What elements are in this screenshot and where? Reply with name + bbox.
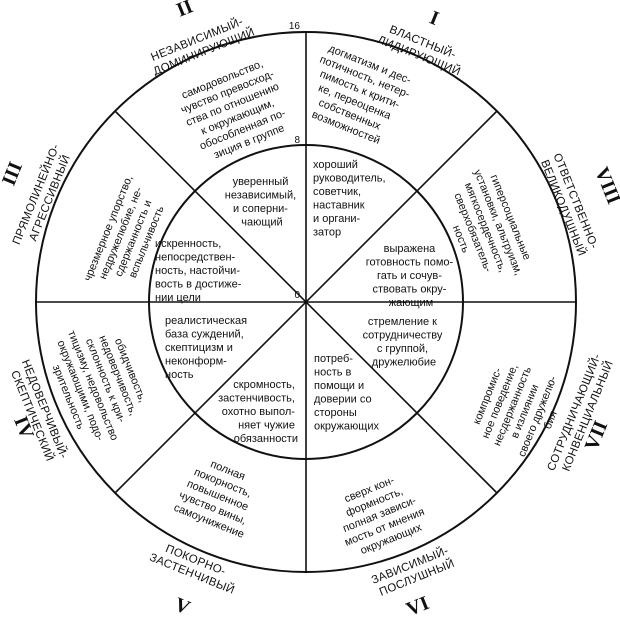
octant-III-middle-line: вость в достиже- bbox=[155, 279, 242, 291]
octant-VII-middle-traits: стремление к сотрудничеству с группой, д… bbox=[363, 316, 446, 369]
octant-VI-middle-line: потреб- bbox=[314, 353, 353, 365]
octant-IV-middle-line: реалистическая bbox=[165, 315, 247, 327]
octant-III-middle-line: нии цели bbox=[155, 292, 201, 304]
octant-IV-outer-traits: обидчивость, недоверчивость, склонность … bbox=[40, 314, 159, 456]
octant-I-outer-traits: догматизм и дес- потичность, нетер- пимо… bbox=[298, 41, 420, 152]
octant-I-middle-line: затор bbox=[313, 227, 341, 239]
octant-IV-middle-line: ность bbox=[165, 369, 194, 381]
octant-V-middle-line: няет чужие bbox=[238, 420, 295, 432]
octant-VI-middle-line: ность в bbox=[314, 367, 352, 379]
octant-V-middle-line: скромность, bbox=[233, 379, 295, 391]
octant-I-numeral: I bbox=[427, 7, 443, 30]
octant-IV-middle-traits: реалистическая база суждений, скептицизм… bbox=[165, 315, 250, 381]
octant-VII-middle-line: сотрудничеству bbox=[363, 330, 443, 342]
octant-VI-numeral: VI bbox=[403, 592, 432, 621]
octant-VIII: VIII ОТВЕТСТВЕННО- ВЕЛИКОДУШНЫЙ гиперсоц… bbox=[366, 152, 620, 309]
octant-II-outer-traits: самодовольство, чувство превосход- ства … bbox=[174, 54, 299, 166]
octant-II-middle-line: и соперни- bbox=[233, 203, 288, 215]
tick-center: 0 bbox=[294, 290, 300, 301]
tick-middle: 8 bbox=[294, 135, 300, 146]
tick-outer: 16 bbox=[289, 21, 301, 32]
octant-IV-middle-line: неконформ- bbox=[165, 356, 227, 368]
octant-VII-middle-line: дружелюбие bbox=[372, 357, 436, 369]
octant-III-middle-line: ность, настойчи- bbox=[155, 265, 240, 277]
octant-VI: VI ЗАВИСИМЫЙ- ПОСЛУШНЫЙ сверх кон- формн… bbox=[314, 353, 459, 621]
octant-VIII-middle-line: готовность помо- bbox=[366, 257, 454, 269]
octant-I-middle-line: наставник bbox=[313, 200, 365, 212]
octant-III-middle-line: искренность, bbox=[155, 238, 221, 250]
octant-III-middle-traits: искренность, непосредствен- ность, насто… bbox=[155, 238, 244, 304]
octant-II-numeral: II bbox=[173, 0, 196, 22]
octant-I-middle-line: советчик, bbox=[313, 186, 361, 198]
octant-VII-outer-traits: компромис- ное поведение, несдержанность… bbox=[466, 351, 573, 463]
octant-VI-middle-line: стороны bbox=[314, 407, 357, 419]
octant-I-middle-traits: хороший руководитель, советчик, наставни… bbox=[313, 159, 389, 239]
octant-VI-middle-line: доверии со bbox=[314, 394, 372, 406]
octant-VIII-middle-line: жающим bbox=[389, 297, 433, 309]
octant-V-middle-line: охотно выпол- bbox=[222, 406, 296, 418]
octant-V-numeral: V bbox=[171, 594, 193, 620]
octant-IV: IV НЕДОВЕРЧИВЫЙ- СКЕПТИЧЕСКИЙ обидчивост… bbox=[8, 314, 250, 463]
octant-VII-middle-line: с группой, bbox=[377, 343, 428, 355]
octant-VIII-outer-traits: гиперсоциальные установки, альтруизм, мя… bbox=[433, 163, 538, 295]
octant-II-middle-line: независимый, bbox=[225, 190, 296, 202]
octant-VI-middle-traits: потреб- ность в помощи и доверии со стор… bbox=[314, 353, 379, 433]
octant-IV-middle-line: скептицизм и bbox=[165, 342, 233, 354]
octant-I-middle-line: руководитель, bbox=[313, 173, 386, 185]
octant-IV-middle-line: база суждений, bbox=[165, 329, 244, 341]
octant-I: I ВЛАСТНЫЙ- ЛИДИРУЮЩИЙ догматизм и дес- … bbox=[298, 7, 463, 239]
octant-I-middle-line: хороший bbox=[313, 159, 358, 171]
octant-VI-middle-line: помощи и bbox=[314, 380, 364, 392]
octant-I-middle-line: и органи- bbox=[313, 213, 361, 225]
octant-II-middle-line: чающий bbox=[241, 217, 282, 229]
octant-VIII-middle-line: гать и сочув- bbox=[377, 270, 442, 282]
octant-V-middle-line: обязанности bbox=[234, 433, 298, 445]
octant-II-middle-traits: уверенный независимый, и соперни- чающий bbox=[225, 176, 299, 229]
octant-V-middle-line: застенчивость, bbox=[218, 393, 295, 405]
octant-V: V ПОКОРНО- ЗАСТЕНЧИВЫЙ полная покорность… bbox=[148, 379, 298, 620]
octant-VIII-middle-line: ствовать окру- bbox=[373, 284, 447, 296]
octant-II-middle-line: уверенный bbox=[233, 176, 289, 188]
octant-VI-type-label: ЗАВИСИМЫЙ- ПОСЛУШНЫЙ bbox=[370, 543, 459, 600]
octant-III-middle-line: непосредствен- bbox=[155, 252, 236, 264]
octant-III-numeral: III bbox=[0, 159, 27, 189]
octant-VI-middle-line: окружающих bbox=[314, 421, 379, 433]
octant-VIII-numeral: VIII bbox=[590, 164, 620, 207]
octant-V-middle-traits: скромность, застенчивость, охотно выпол-… bbox=[218, 379, 298, 445]
octant-VII-middle-line: стремление к bbox=[368, 316, 437, 328]
octant-VIII-middle-traits: выражена готовность помо- гать и сочув- … bbox=[366, 243, 457, 309]
octant-III-type-label: ПРЯМОЛИНЕЙНО- АГРЕССИВНЫЙ bbox=[10, 139, 77, 252]
octant-VIII-middle-line: выражена bbox=[384, 243, 437, 255]
octant-V-outer-traits: полная покорность, повышенное чувство ви… bbox=[172, 452, 266, 541]
spoke-diagonal-b bbox=[114, 110, 498, 494]
